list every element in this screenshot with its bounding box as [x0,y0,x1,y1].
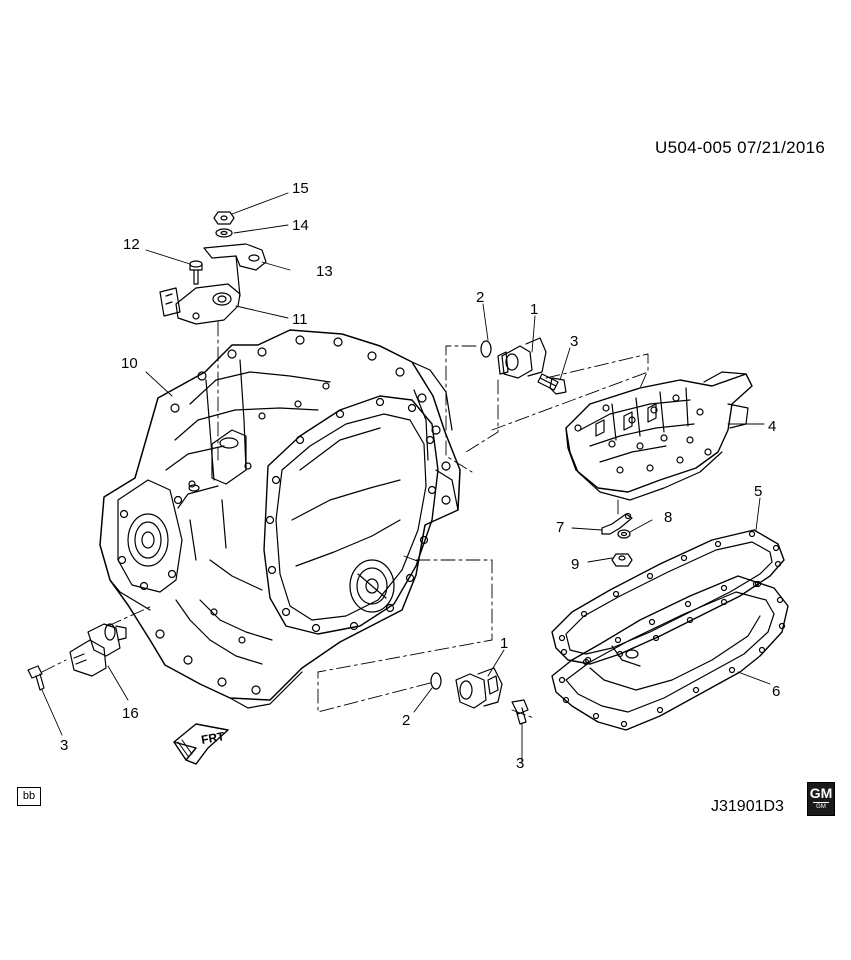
callout-2-upper: 2 [476,289,484,306]
part-sensor-16 [69,623,127,677]
callout-10: 10 [121,355,138,372]
callout-6: 6 [772,683,780,700]
callout-12: 12 [123,236,140,253]
callout-1-lower: 1 [500,635,508,652]
callout-14: 14 [292,217,309,234]
part-bolt-3-upper [537,373,567,395]
part-oil-pan-6 [551,575,789,731]
part-valve-body-4 [565,371,753,501]
part-nut-9 [611,553,633,567]
callout-7: 7 [556,519,564,536]
part-bolt-3-lower-right [511,699,529,725]
callout-16: 16 [122,705,139,722]
gm-logo-small-text: GM [816,804,826,810]
corner-tag: bb [17,787,41,806]
part-clip-7 [601,512,633,535]
part-nut-15 [213,211,235,225]
callout-4: 4 [768,418,776,435]
callout-3-lower-right: 3 [516,755,524,772]
alignment-lines [41,321,649,719]
part-lever-13 [203,243,267,297]
drawing-number: J31901D3 [711,798,784,815]
part-oring-2-upper [480,340,492,358]
front-direction-label: FRT [200,729,226,747]
part-washer-14 [215,228,233,238]
callout-3-upper: 3 [570,333,578,350]
callout-1-upper: 1 [530,301,538,318]
callout-3-left: 3 [60,737,68,754]
part-range-switch [159,283,241,325]
part-oring-2-lower [430,672,442,690]
callout-13: 13 [316,263,333,280]
part-bolt-12 [189,260,203,285]
transmission-assembly [99,329,461,709]
part-sensor-1-upper [497,337,547,379]
gm-logo-text: GM [809,785,833,801]
leader-lines [41,192,771,763]
callout-9: 9 [571,556,579,573]
part-bolt-3-left [27,665,45,691]
front-direction-arrow-icon [173,723,229,765]
part-gasket-5 [551,529,785,665]
callout-2-lower: 2 [402,712,410,729]
callout-15: 15 [292,180,309,197]
part-washer-8 [617,529,631,539]
part-sensor-1-lower [455,667,503,709]
diagram-header-code: U504-005 07/21/2016 [655,138,826,157]
gm-logo-icon: GM GM [807,782,835,816]
callout-5: 5 [754,483,762,500]
callout-11: 11 [292,311,308,328]
callout-8: 8 [664,509,672,526]
gm-logo-underline [813,802,829,803]
